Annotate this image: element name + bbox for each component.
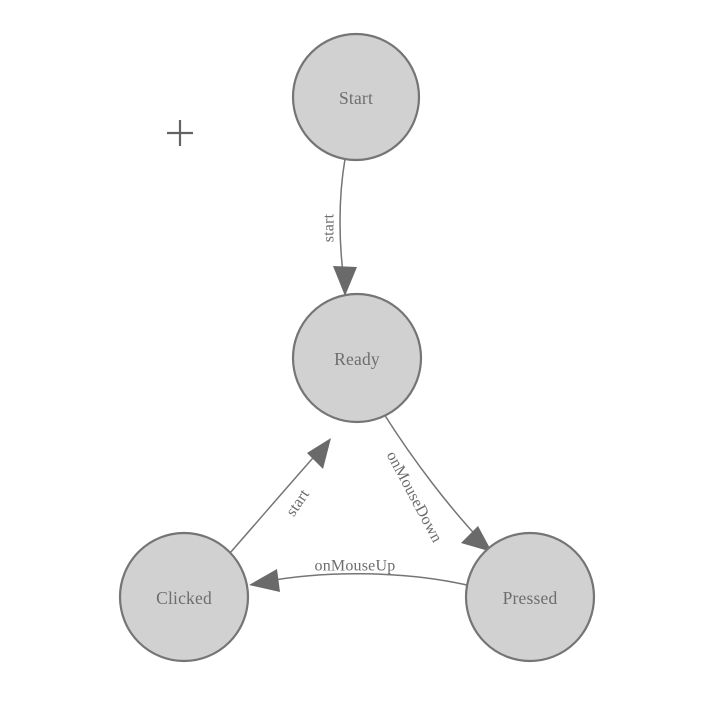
node-pressed-shape — [464, 531, 596, 663]
node-ready[interactable]: Ready — [291, 292, 423, 424]
edge-clicked-ready[interactable] — [229, 438, 331, 554]
node-start-shape — [291, 32, 421, 162]
node-clicked[interactable]: Clicked — [118, 531, 250, 663]
plus-marker-icon[interactable] — [167, 120, 193, 146]
edge-ready-pressed[interactable] — [383, 413, 492, 552]
edge-label-onmousedown: onMouseDown — [383, 448, 445, 545]
edge-label-start-ready: start — [321, 213, 338, 242]
edge-clicked-ready-path — [229, 449, 321, 554]
edge-clicked-ready-arrowhead — [307, 438, 331, 469]
node-pressed[interactable]: Pressed — [464, 531, 596, 663]
edge-pressed-clicked-path — [262, 572, 468, 586]
node-clicked-shape — [118, 531, 250, 663]
edge-ready-pressed-path — [383, 413, 483, 543]
edge-start-ready-path — [339, 158, 346, 282]
edge-ready-pressed-arrowhead — [461, 526, 492, 552]
edge-pressed-clicked-arrowhead — [249, 569, 280, 592]
node-ready-shape — [291, 292, 423, 424]
edge-label-onmouseup: onMouseUp — [315, 558, 396, 575]
edge-start-ready-arrowhead — [333, 266, 357, 296]
edge-start-ready[interactable] — [333, 158, 357, 296]
edge-label-clicked-ready: start — [283, 486, 313, 519]
node-pressed-label: Pressed — [503, 588, 558, 608]
edge-pressed-clicked[interactable] — [249, 569, 468, 592]
node-start-label: Start — [339, 88, 373, 108]
node-ready-label: Ready — [334, 349, 380, 369]
node-clicked-label: Clicked — [156, 588, 212, 608]
node-start[interactable]: Start — [291, 32, 421, 162]
